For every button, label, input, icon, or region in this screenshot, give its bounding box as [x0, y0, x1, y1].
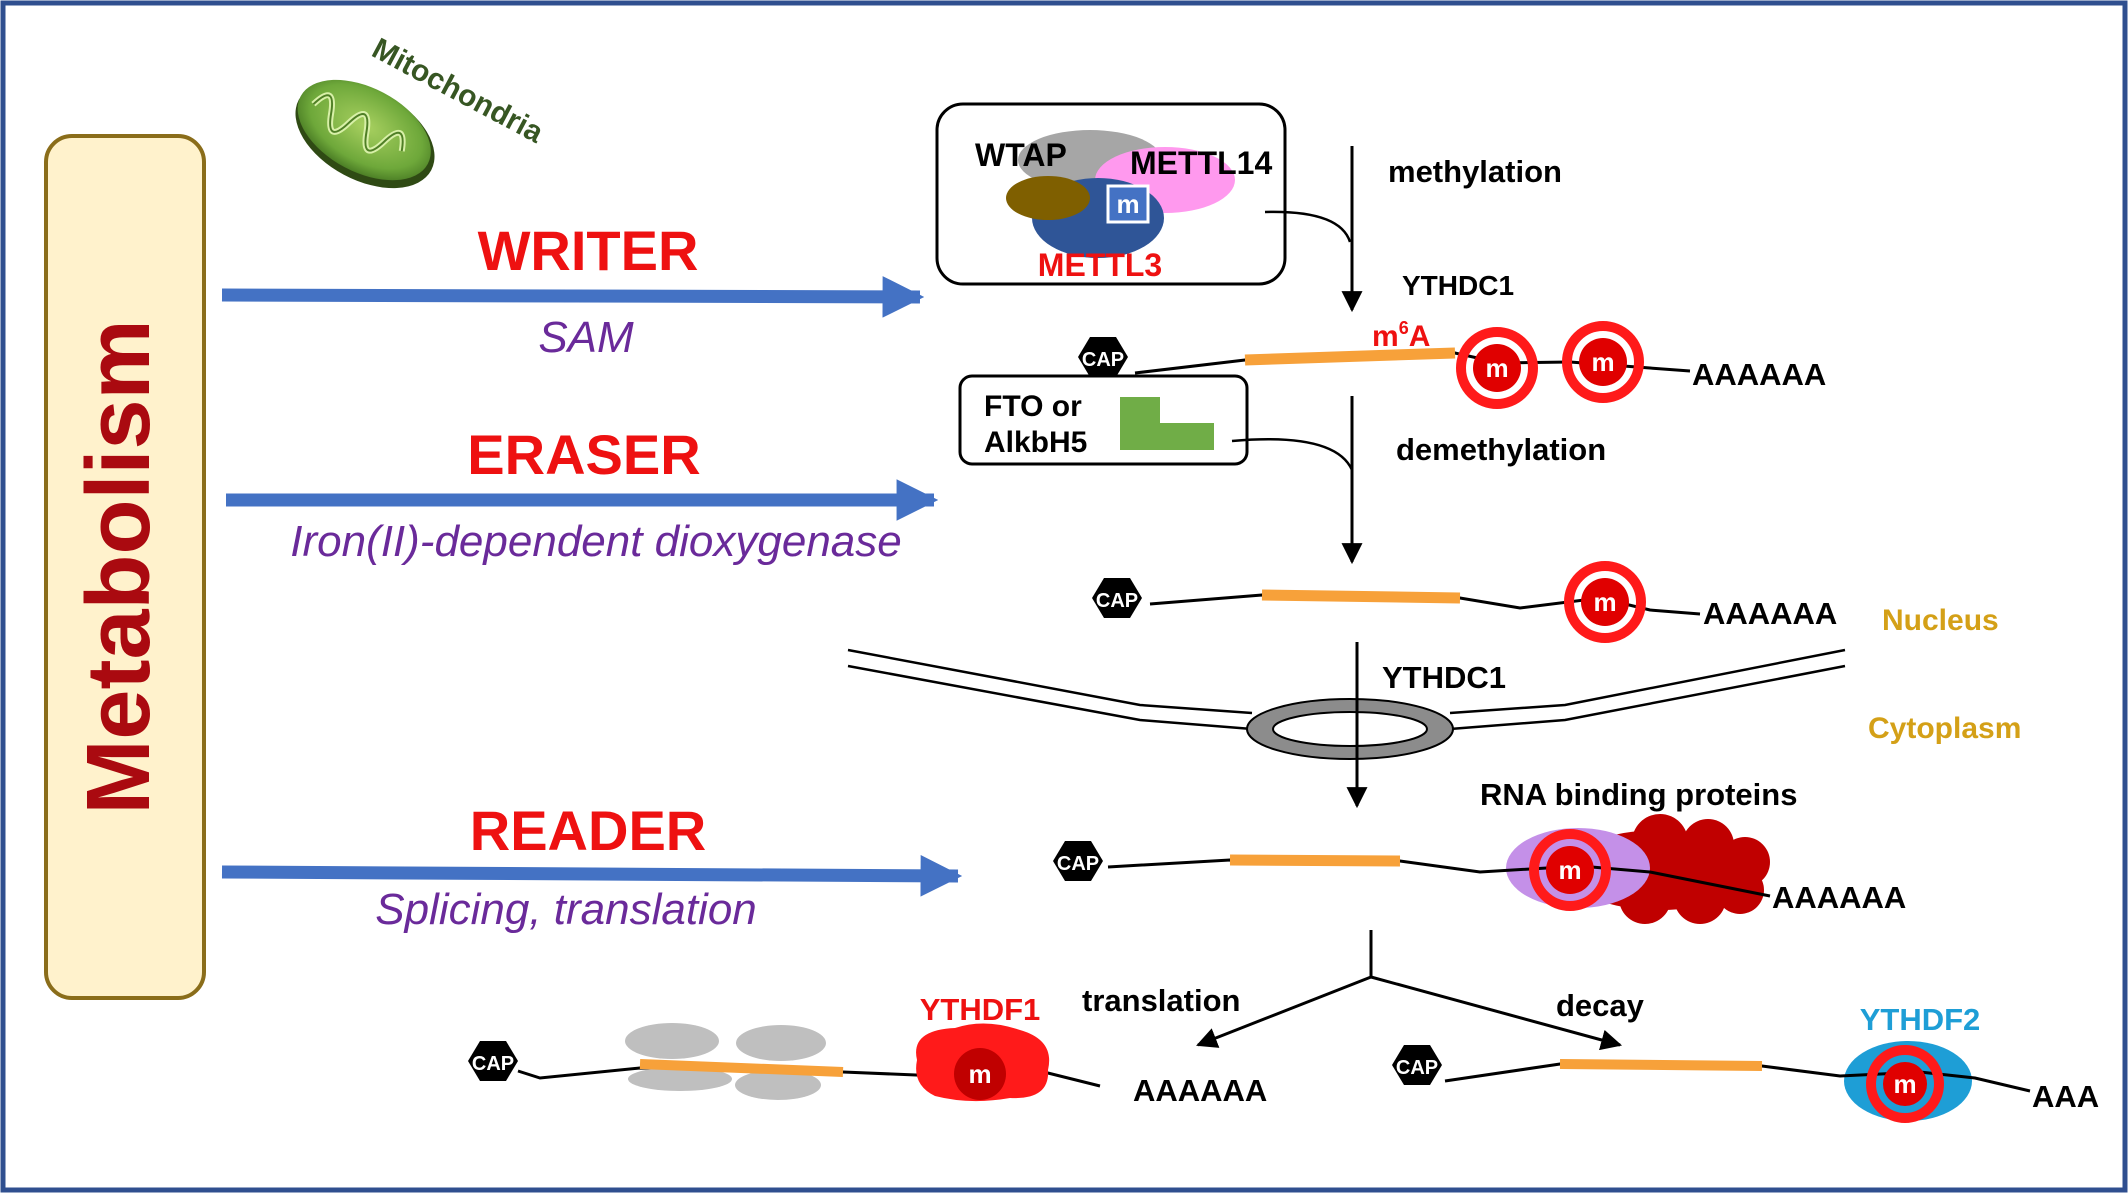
- rbp-label: RNA binding proteins: [1480, 777, 1797, 812]
- cap-label: CAP: [1082, 349, 1124, 371]
- polya-short-tail: AAA: [2032, 1079, 2099, 1114]
- cap-label: CAP: [1057, 853, 1099, 875]
- metabolism-label: Metabolism: [69, 319, 169, 814]
- mrna-rbp: CAP m AAAAAA: [1053, 814, 1906, 924]
- nucleus-label: Nucleus: [1882, 604, 1999, 637]
- eraser-subtitle: Iron(II)-dependent dioxygenase: [290, 517, 902, 566]
- cap-label: CAP: [1096, 590, 1138, 612]
- ribosome: [625, 1023, 826, 1100]
- writer-arrow: [221, 276, 925, 318]
- ythdc1-top-label: YTHDC1: [1402, 270, 1514, 301]
- m-mark: m: [1485, 353, 1508, 383]
- wtap-shape: [1006, 176, 1090, 220]
- cap-icon: [1392, 1045, 1442, 1085]
- wtap-label: WTAP: [975, 137, 1067, 173]
- eraser-enzyme-shape: [1120, 397, 1214, 450]
- decay-label: decay: [1556, 988, 1645, 1023]
- eraser-box: FTO or AlkbH5: [958, 374, 1354, 471]
- ythdf2-label: YTHDF2: [1860, 1002, 1981, 1037]
- eraser-connector: [1231, 438, 1354, 471]
- branch-arrows: [1196, 930, 1623, 1051]
- demethylation-label: demethylation: [1396, 432, 1606, 467]
- nuclear-membrane: [847, 648, 1846, 760]
- ythdf1-label: YTHDF1: [920, 992, 1041, 1027]
- polya-tail: AAAAAA: [1772, 880, 1906, 915]
- cytoplasm-label: Cytoplasm: [1868, 712, 2021, 745]
- writer-complex: m WTAP METTL14 METTL3: [935, 102, 1352, 286]
- m6a-label: m6A: [1372, 318, 1430, 353]
- mrna-decay: YTHDF2 m CAP AAA: [1392, 1002, 2099, 1123]
- m-mark: m: [1593, 587, 1616, 617]
- polya-tail: AAAAAA: [1703, 596, 1837, 631]
- writer-connector: [1264, 210, 1352, 243]
- cap-icon: [1092, 578, 1142, 618]
- metabolism-panel: [44, 134, 206, 1000]
- mrna-methylated: CAP m6A m m AAAAAA: [1078, 318, 1826, 409]
- translation-label: translation: [1082, 983, 1240, 1018]
- polya-tail: AAAAAA: [1692, 357, 1826, 392]
- eraser-title: ERASER: [467, 423, 700, 486]
- mrna-translation: YTHDF1 m CAP AAAAAA: [468, 992, 1267, 1108]
- m-mark: m: [968, 1059, 991, 1089]
- reader-title: READER: [470, 799, 706, 862]
- mettl3-label: METTL3: [1038, 247, 1162, 283]
- m-mark: m: [1558, 855, 1581, 885]
- ythdc1-mid-label: YTHDC1: [1382, 660, 1506, 695]
- polya-tail: AAAAAA: [1133, 1073, 1267, 1108]
- alkbh5-label: AlkbH5: [984, 426, 1087, 459]
- cap-icon: [468, 1041, 518, 1081]
- methylation-label: methylation: [1388, 154, 1562, 189]
- writer-subtitle: SAM: [538, 313, 634, 362]
- m-mark: m: [1893, 1069, 1916, 1099]
- cap-icon: [1078, 337, 1128, 377]
- fto-label: FTO or: [984, 390, 1082, 423]
- reader-arrow: [221, 854, 963, 897]
- cap-label: CAP: [1396, 1057, 1438, 1079]
- mrna-demethylated: CAP m AAAAAA: [1092, 561, 1837, 643]
- cap-icon: [1053, 841, 1103, 881]
- writer-title: WRITER: [478, 219, 699, 282]
- m-badge: m: [1116, 189, 1139, 219]
- cap-label: CAP: [472, 1053, 514, 1075]
- mitochondria-icon: [295, 79, 435, 189]
- mettl14-label: METTL14: [1130, 145, 1272, 181]
- reader-subtitle: Splicing, translation: [375, 885, 757, 934]
- m-mark: m: [1591, 347, 1614, 377]
